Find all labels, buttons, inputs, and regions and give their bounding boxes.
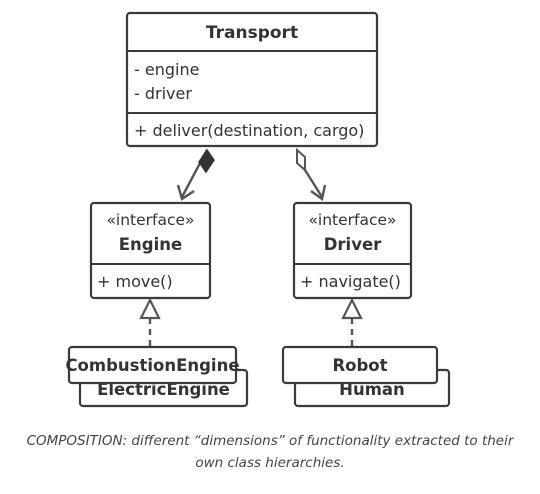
hollow-triangle-icon: [139, 297, 161, 320]
figure-caption: COMPOSITION: different “dimensions” of f…: [0, 430, 540, 474]
driver-stereotype: «interface»: [308, 211, 396, 229]
hollow-diamond-icon: [296, 147, 306, 173]
engine-method-move: + move(): [97, 272, 173, 291]
filled-diamond-icon: [198, 148, 215, 174]
engine-implementations: ElectricEngine CombustionEngine: [65, 345, 249, 408]
engine-realization-connector: [139, 297, 161, 346]
aggregation-connector: [296, 147, 327, 202]
hollow-triangle-icon: [341, 297, 363, 320]
transport-method-deliver: + deliver(destination, cargo): [134, 121, 364, 140]
arrowhead-icon: [176, 184, 195, 201]
caption-line-1: COMPOSITION: different “dimensions” of f…: [26, 433, 514, 449]
uml-class-diagram: Transport - engine - driver + deliver(de…: [65, 11, 451, 408]
engine-box: [89, 201, 212, 300]
arrowhead-icon: [310, 184, 327, 202]
driver-realization-connector: [341, 297, 363, 346]
robot-box: [281, 345, 439, 385]
transport-field-engine: - engine: [134, 60, 199, 79]
transport-field-driver: - driver: [134, 84, 192, 103]
transport-class: Transport - engine - driver + deliver(de…: [125, 11, 379, 148]
engine-interface: «interface» Engine + move(): [89, 201, 212, 300]
combustion-engine-label: CombustionEngine: [65, 356, 239, 375]
engine-stereotype: «interface»: [106, 211, 194, 229]
composition-connector: [176, 148, 215, 201]
driver-interface: «interface» Driver + navigate(): [292, 201, 413, 300]
caption-line-2: own class hierarchies.: [195, 455, 345, 471]
driver-method-navigate: + navigate(): [300, 272, 401, 291]
robot-label: Robot: [332, 356, 387, 375]
driver-title: Driver: [324, 235, 382, 254]
driver-box: [292, 201, 413, 300]
human-label: Human: [339, 380, 405, 399]
electric-engine-label: ElectricEngine: [97, 380, 230, 399]
transport-title: Transport: [206, 23, 298, 43]
engine-title: Engine: [119, 235, 182, 254]
driver-implementations: Human Robot: [281, 345, 451, 408]
combustion-engine-box: [67, 345, 238, 385]
